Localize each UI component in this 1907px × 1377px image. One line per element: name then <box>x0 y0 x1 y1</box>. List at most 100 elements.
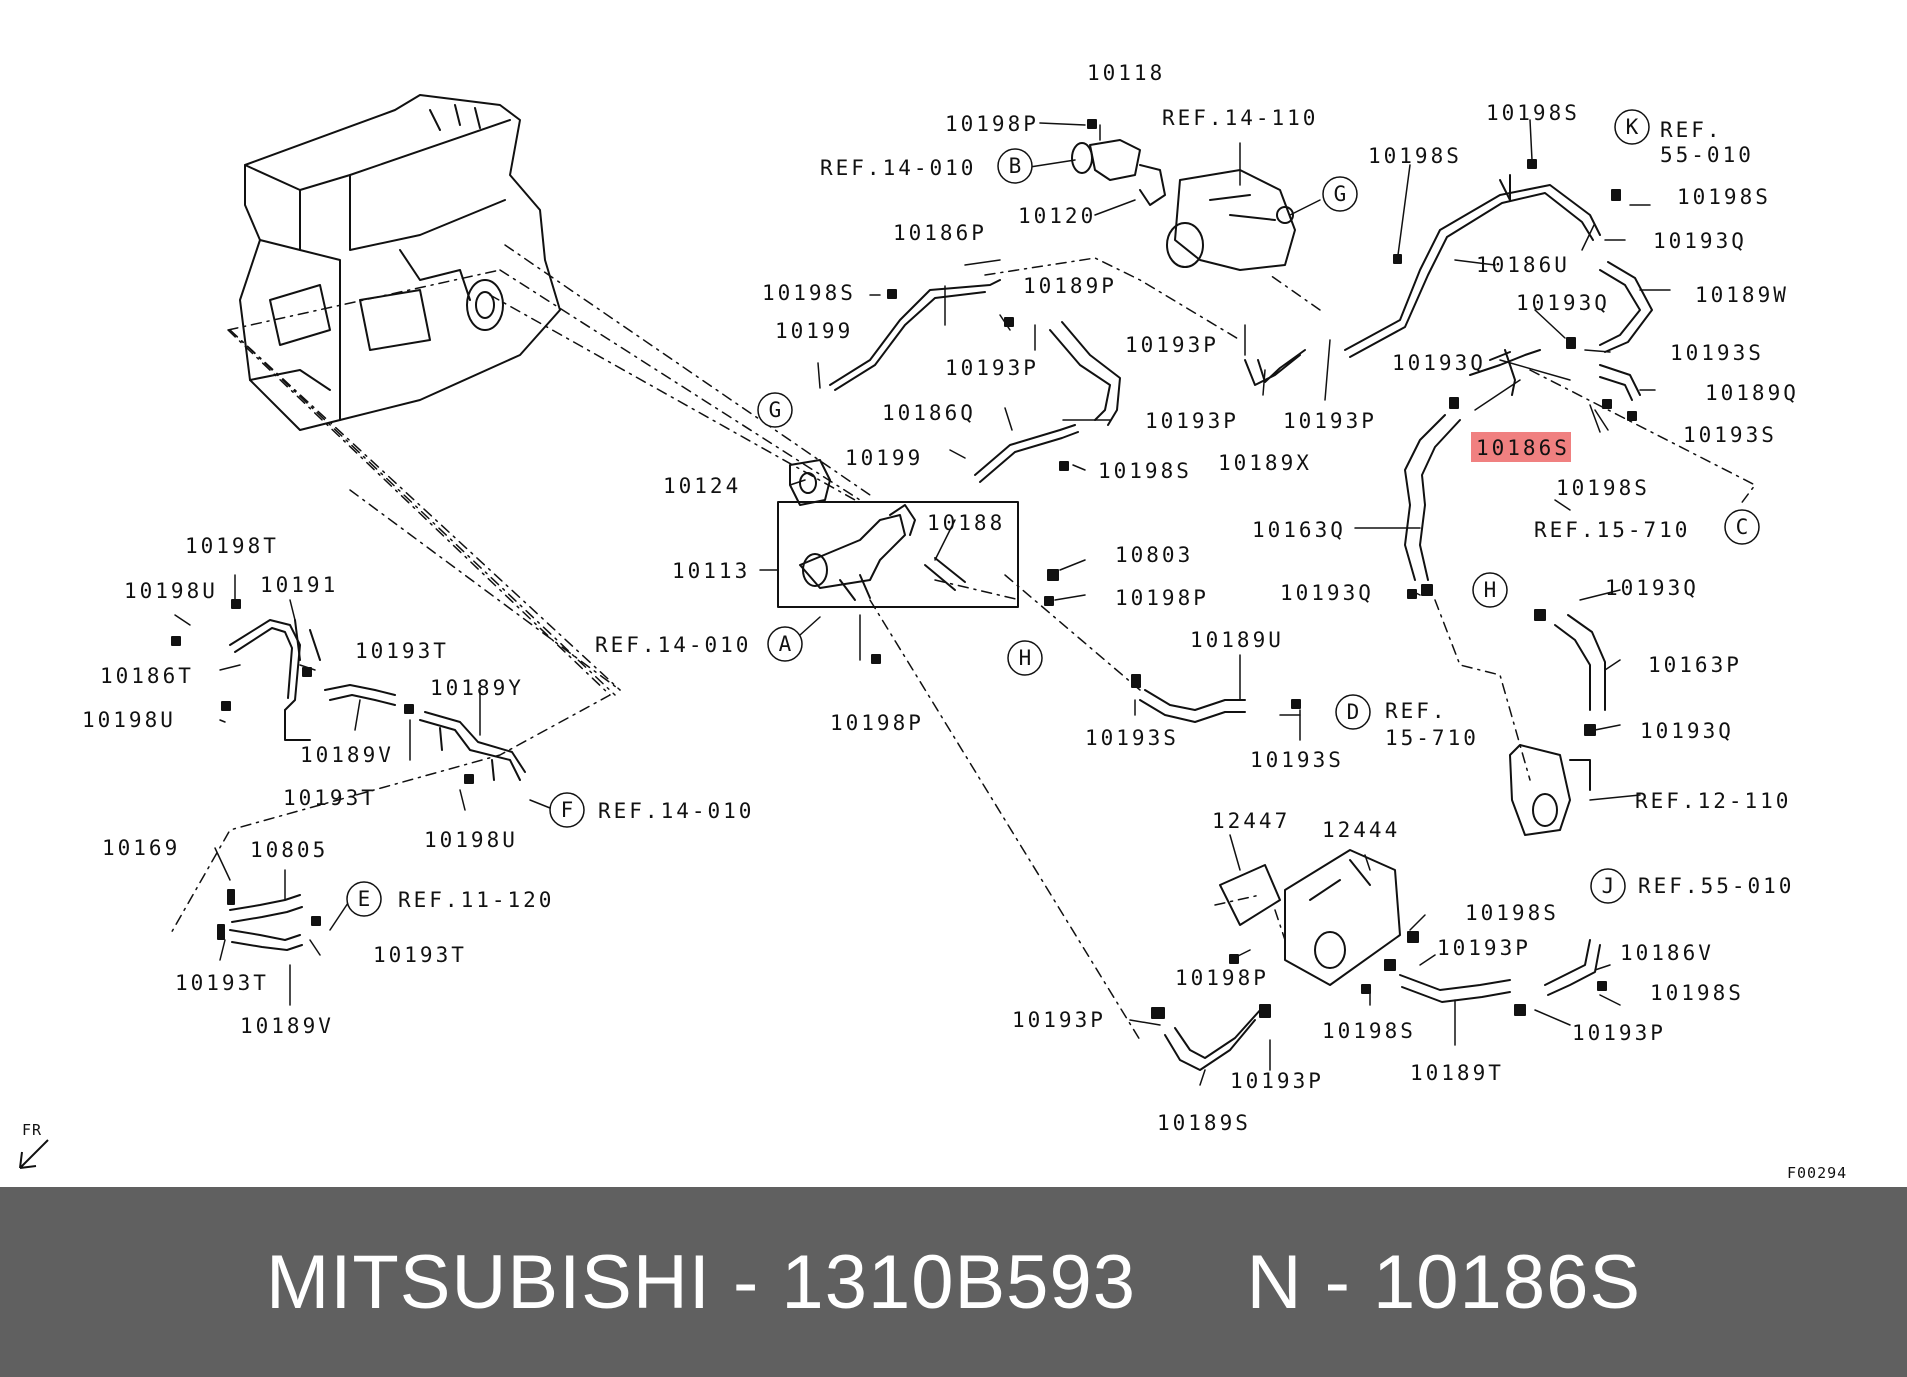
engine-leader-lines <box>229 244 871 696</box>
label-10198S-8: 10198S <box>1322 1019 1416 1043</box>
parts-diagram: B G K G C H A H D F E J 10118 10198P REF… <box>19 61 1847 1182</box>
svg-text:B: B <box>1009 154 1022 178</box>
label-10193P: 10193P <box>945 356 1039 380</box>
callout-h-right: H <box>1472 572 1508 608</box>
label-10198U-3: 10198U <box>424 828 518 852</box>
label-ref-15-710-c: REF.15-710 <box>1534 518 1690 542</box>
hose-10805 <box>229 894 303 923</box>
label-ref-k: REF. <box>1660 118 1723 142</box>
oil-cooler <box>1509 744 1591 836</box>
label-10120: 10120 <box>1018 204 1096 228</box>
pipe-10186T <box>229 619 301 711</box>
label-10193P-8: 10193P <box>1230 1069 1324 1093</box>
label-10803: 10803 <box>1115 543 1193 567</box>
label-10198S-6: 10198S <box>1556 476 1650 500</box>
label-10193T: 10193T <box>355 639 449 663</box>
label-10198P: 10198P <box>945 112 1039 136</box>
hose-10189T <box>1399 974 1511 1003</box>
callout-g-left: G <box>757 392 793 428</box>
thermostat-housing-box <box>777 501 1019 608</box>
svg-text:J: J <box>1602 874 1615 898</box>
label-10188: 10188 <box>927 511 1005 535</box>
label-10186P: 10186P <box>893 221 987 245</box>
label-10189V-2: 10189V <box>240 1014 334 1038</box>
callouts: B G K G C H A H D F E J <box>346 109 1760 917</box>
hose-10189V-bottom <box>229 929 303 951</box>
label-10189V: 10189V <box>300 743 394 767</box>
label-10189Y: 10189Y <box>430 676 524 700</box>
label-10186T: 10186T <box>100 664 194 688</box>
label-10805: 10805 <box>250 838 328 862</box>
ref-prefix: N <box>1246 1239 1303 1325</box>
brand-name: MITSUBISHI <box>265 1239 711 1325</box>
highlight-10186S <box>1471 432 1571 462</box>
label-10193P-4: 10193P <box>1283 409 1377 433</box>
label-ref-14-110: REF.14-110 <box>1162 106 1318 130</box>
label-10199-2: 10199 <box>845 446 923 470</box>
hose-10189U <box>1139 689 1246 723</box>
callout-a: A <box>767 626 803 662</box>
svg-text:A: A <box>779 632 792 656</box>
footer-text: MITSUBISHI - 1310B593 N - 10186S <box>266 1239 1641 1326</box>
label-10189X: 10189X <box>1218 451 1312 475</box>
hose-10163Q <box>1404 414 1461 581</box>
label-10198S-3: 10198S <box>1677 185 1771 209</box>
label-10198P-2: 10198P <box>1115 586 1209 610</box>
separator: - <box>710 1239 782 1325</box>
label-ref-12-110: REF.12-110 <box>1635 789 1791 813</box>
callout-g-top: G <box>1322 176 1358 212</box>
svg-text:C: C <box>1736 515 1749 539</box>
label-10198S-2: 10198S <box>1368 144 1462 168</box>
label-10193Q: 10193Q <box>1653 229 1747 253</box>
callout-d: D <box>1335 694 1371 730</box>
fr-label: FR <box>22 1121 42 1139</box>
label-10191: 10191 <box>260 573 338 597</box>
label-10198S-4: 10198S <box>762 281 856 305</box>
svg-text:H: H <box>1019 646 1032 670</box>
hose-10189P <box>1049 321 1121 426</box>
thermostat-10118 <box>1071 139 1166 206</box>
pipe-10186V <box>1544 939 1601 996</box>
figure-code: F00294 <box>1787 1164 1847 1182</box>
label-10193Q-5: 10193Q <box>1605 576 1699 600</box>
label-10113: 10113 <box>672 559 750 583</box>
label-10198U: 10198U <box>124 579 218 603</box>
label-10193P-7: 10193P <box>1572 1021 1666 1045</box>
leader-lines <box>174 119 1671 1086</box>
dashed-outline <box>169 269 861 936</box>
svg-text:H: H <box>1484 578 1497 602</box>
label-10189U: 10189U <box>1190 628 1284 652</box>
hose-10163P <box>1554 614 1606 711</box>
label-10198S-7: 10198S <box>1465 901 1559 925</box>
label-10169: 10169 <box>102 836 180 860</box>
label-10199: 10199 <box>775 319 853 343</box>
callout-c: C <box>1724 509 1760 545</box>
label-10163P: 10163P <box>1648 653 1742 677</box>
pipe-10189Y <box>419 711 526 781</box>
label-ref-14-010-b: REF.14-010 <box>820 156 976 180</box>
label-10189T: 10189T <box>1410 1061 1504 1085</box>
label-10189Q: 10189Q <box>1705 381 1799 405</box>
callout-f: F <box>549 792 585 828</box>
svg-text:D: D <box>1347 700 1360 724</box>
callout-b: B <box>997 148 1033 184</box>
hose-10189V-top <box>324 684 396 706</box>
label-10186Q: 10186Q <box>882 401 976 425</box>
label-ref-d-2: 15-710 <box>1385 726 1479 750</box>
label-ref-14-010-a: REF.14-010 <box>595 633 751 657</box>
label-10189S: 10189S <box>1157 1111 1251 1135</box>
label-10193P-2: 10193P <box>1125 333 1219 357</box>
label-10186V: 10186V <box>1620 941 1714 965</box>
part-labels: 10118 10198P REF.14-110 10198S REF. 55-0… <box>82 61 1799 1135</box>
svg-text:K: K <box>1626 115 1639 139</box>
engine-block <box>239 94 561 431</box>
hose-10189X <box>1244 349 1306 386</box>
callout-j: J <box>1590 868 1626 904</box>
ref-code: 10186S <box>1373 1239 1642 1325</box>
label-10193S-3: 10193S <box>1085 726 1179 750</box>
separator-2: - <box>1302 1239 1374 1325</box>
label-10193Q-6: 10193Q <box>1640 719 1734 743</box>
label-10189P: 10189P <box>1023 274 1117 298</box>
label-ref-k-2: 55-010 <box>1660 143 1754 167</box>
label-10198P-4: 10198P <box>1175 966 1269 990</box>
